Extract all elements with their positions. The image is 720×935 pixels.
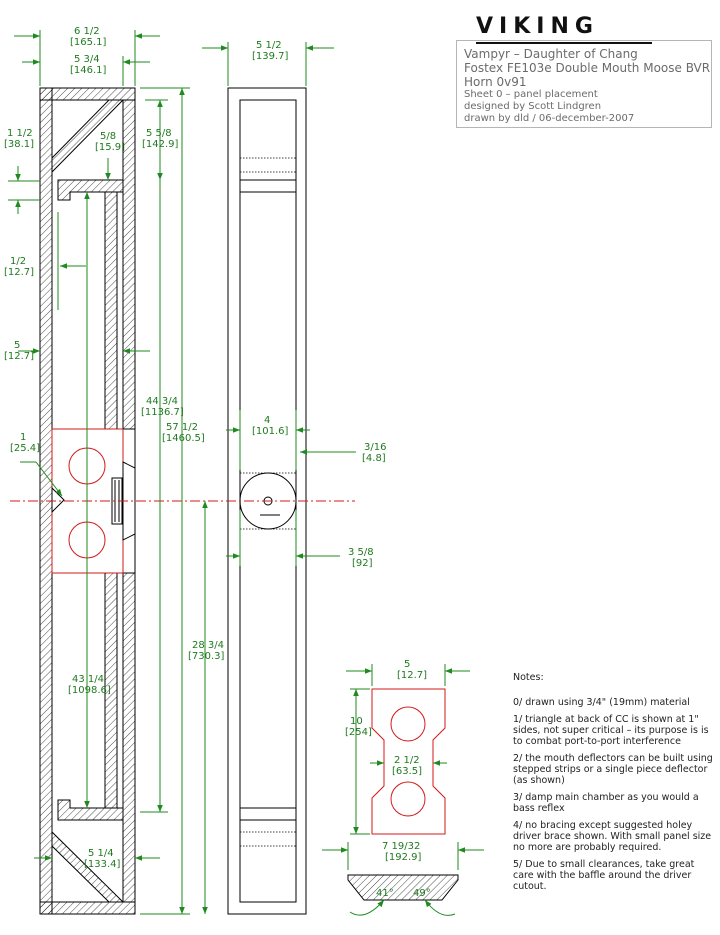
dim-cutout: 3 5/8 (348, 547, 374, 558)
inner-wall-upper (104, 191, 118, 430)
dim-bottom-width-mm: [133.4] (84, 859, 121, 870)
notes-block: Notes: 0/ drawn using 3/4" (19mm) materi… (513, 672, 713, 898)
title-line-4: Sheet 0 – panel placement (464, 89, 598, 100)
dim-overall-height: 57 1/2 (166, 422, 198, 433)
dim-deflector-length-mm: [192.9] (385, 852, 422, 863)
dim-width-overall-mm: [165.1] (70, 37, 107, 48)
front-lower-panel (122, 572, 136, 903)
angle-left: 41° (376, 888, 394, 899)
title-line-1: Vampyr – Daughter of Chang (464, 47, 638, 61)
dim-shelf-gap: 1 1/2 (7, 128, 33, 139)
title-line-2: Fostex FE103e Double Mouth Moose BVR (464, 61, 711, 75)
dim-deflector-gap-mm: [15.9] (95, 142, 125, 153)
front-upper-panel (122, 99, 136, 430)
note-1: 1/ triangle at back of CC is shown at 1"… (513, 714, 709, 747)
upper-shelf (57, 179, 124, 201)
dim-cutout-mm: [92] (352, 558, 373, 569)
dim-brace-height-mm: [254] (345, 727, 372, 738)
dim-width-inner: 5 3/4 (74, 54, 100, 65)
dim-width-overall: 6 1/2 (74, 26, 100, 37)
dim-driver-width: 4 (264, 415, 270, 426)
note-2: 2/ the mouth deflectors can be built usi… (513, 753, 713, 786)
dim-chamber-width: 5 (14, 340, 20, 351)
note-5: 5/ Due to small clearances, take great c… (513, 859, 695, 892)
dim-offset-mm: [4.8] (362, 453, 386, 464)
top-panel (39, 87, 136, 101)
dim-deflector-length: 7 19/32 (382, 841, 420, 852)
dim-wall-length-mm: [1098.6] (68, 685, 111, 696)
bottom-mouth-deflector (51, 830, 125, 903)
dim-bottom-width: 5 1/4 (88, 848, 114, 859)
cc-triangle (51, 486, 65, 514)
lower-shelf (57, 799, 124, 821)
title-line-5: designed by Scott Lindgren (464, 101, 602, 112)
dim-offset: 3/16 (364, 442, 386, 453)
angle-right: 49° (413, 888, 431, 899)
logo-underline (476, 42, 652, 44)
dim-top-chamber-mm: [142.9] (142, 139, 179, 150)
dim-top-chamber: 5 5/8 (146, 128, 172, 139)
viking-logo: VIKING (476, 14, 599, 39)
dim-driver-height-mm: [730.3] (188, 651, 225, 662)
dim-inner-height: 44 3/4 (146, 396, 178, 407)
dim-brace-neck: 2 1/2 (394, 755, 420, 766)
dim-brace-neck-mm: [63.5] (392, 766, 422, 777)
note-0: 0/ drawn using 3/4" (19mm) material (513, 697, 690, 708)
dim-inner-height-mm: [1136.7] (141, 407, 184, 418)
dim-front-width-mm: [139.7] (252, 51, 289, 62)
dim-triangle: 1 (20, 432, 26, 443)
bottom-panel (39, 901, 136, 915)
dim-channel: 1/2 (10, 256, 26, 267)
driver-profile (122, 461, 136, 541)
dim-shelf-gap-mm: [38.1] (4, 139, 34, 150)
dim-chamber-width-mm: [12.7] (4, 351, 34, 362)
notes-heading: Notes: (513, 672, 544, 683)
deflector-detail (347, 874, 459, 901)
holey-brace (371, 688, 446, 835)
dim-brace-width-mm: [12.7] (397, 670, 427, 681)
brace-detail (371, 688, 446, 835)
dim-wall-length: 43 1/4 (72, 674, 104, 685)
brace-hole-lower (390, 781, 426, 817)
dim-triangle-mm: [25.4] (10, 443, 40, 454)
dim-brace-height: 10 (350, 716, 363, 727)
note-4: 4/ no bracing except suggested holey dri… (513, 820, 712, 853)
dimension-labels: 6 1/2 [165.1] 5 3/4 [146.1] 5 1/2 [139.7… (4, 26, 431, 899)
title-line-6: drawn by dld / 06-december-2007 (464, 113, 635, 124)
dim-front-width: 5 1/2 (256, 40, 282, 51)
title-line-3: Horn 0v91 (464, 75, 527, 89)
dimension-lines (8, 30, 484, 916)
dim-width-inner-mm: [146.1] (70, 65, 107, 76)
dim-channel-mm: [12.7] (4, 267, 34, 278)
brace-hole-upper (390, 706, 426, 742)
deflector-piece (347, 874, 459, 901)
dim-driver-height: 28 3/4 (192, 640, 224, 651)
top-mouth-deflector (51, 99, 125, 174)
dim-brace-width: 5 (404, 659, 410, 670)
dim-overall-height-mm: [1460.5] (162, 433, 205, 444)
dim-driver-width-mm: [101.6] (252, 426, 289, 437)
title-block: Vampyr – Daughter of Chang Fostex FE103e… (456, 40, 712, 128)
note-3: 3/ damp main chamber as you would a bass… (513, 792, 699, 814)
side-section-view (39, 87, 136, 915)
dim-deflector-gap: 5/8 (100, 131, 116, 142)
